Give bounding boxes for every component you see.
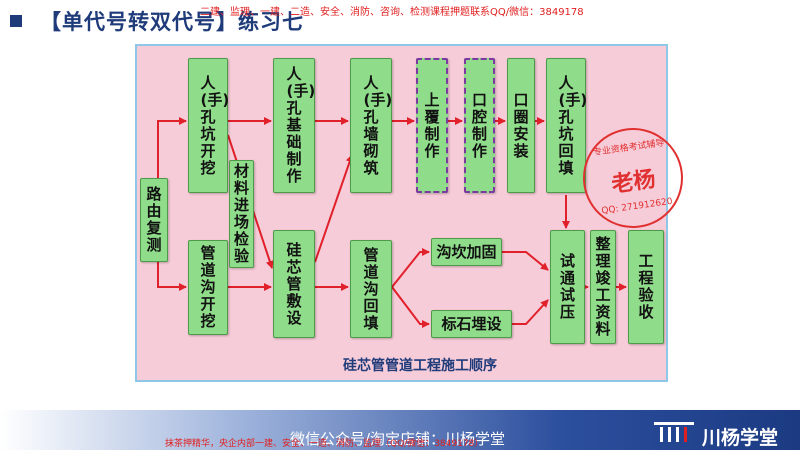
arrow-backfill-to-slope xyxy=(391,248,430,288)
stamp-name: 老杨 xyxy=(610,167,658,198)
brand-logo-icon xyxy=(654,422,694,442)
arrow-review-to-trench xyxy=(157,262,187,291)
footer-bar xyxy=(0,410,800,450)
box-wall-build: 人(手)孔墙砌筑 xyxy=(350,58,392,193)
box-material-check: 材料进场检验 xyxy=(229,160,254,268)
top-watermark-note: 二建、监理、一建、二造、安全、消防、咨询、检测课程押题联系QQ/微信：38491… xyxy=(200,7,584,18)
box-pipe-lay: 硅芯管敷设 xyxy=(273,230,315,338)
box-trench-dig: 管道沟开挖 xyxy=(188,240,228,335)
box-pit-dig: 人(手)孔坑开挖 xyxy=(188,58,229,193)
box-cavity-make: 口腔制作 xyxy=(464,58,495,193)
arrow-backfill-to-marker xyxy=(391,286,430,328)
footer-text: 微信公众号/淘宝店铺：川杨学堂 xyxy=(290,430,506,448)
box-ring-install: 口圈安装 xyxy=(507,58,535,193)
diagram-caption: 硅芯管管道工程施工顺序 xyxy=(343,358,497,374)
page-title: 【单代号转双代号】练习七 xyxy=(40,10,304,34)
arrow-marker-to-test xyxy=(512,299,549,325)
bottom-watermark-note: 抹茶押精华，央企内部一建、安全、一造、消防、监理（QQ/微信：3849178） xyxy=(165,439,484,449)
footer-brand: 川杨学堂 xyxy=(702,427,779,449)
box-path-review: 路由复测 xyxy=(140,178,168,262)
box-marker-bury: 标石埋设 xyxy=(431,310,512,338)
box-slope-fix: 沟坎加固 xyxy=(431,238,502,266)
box-pressure-test: 试通试压 xyxy=(550,230,585,344)
box-acceptance: 工程验收 xyxy=(628,230,664,344)
arrow-slope-to-test xyxy=(502,251,549,271)
arrow-review-to-pit xyxy=(157,117,187,178)
box-pit-backfill: 人(手)孔坑回填 xyxy=(546,58,587,193)
box-base-make: 人(手)孔基础制作 xyxy=(273,58,315,193)
box-trench-backfill: 管道沟回填 xyxy=(350,240,392,338)
box-completion-docs: 整理竣工资料 xyxy=(590,230,616,344)
arrow-pipe-to-wall xyxy=(314,154,354,263)
box-cover-make: 上覆制作 xyxy=(416,58,448,193)
title-bullet-icon xyxy=(10,15,22,27)
